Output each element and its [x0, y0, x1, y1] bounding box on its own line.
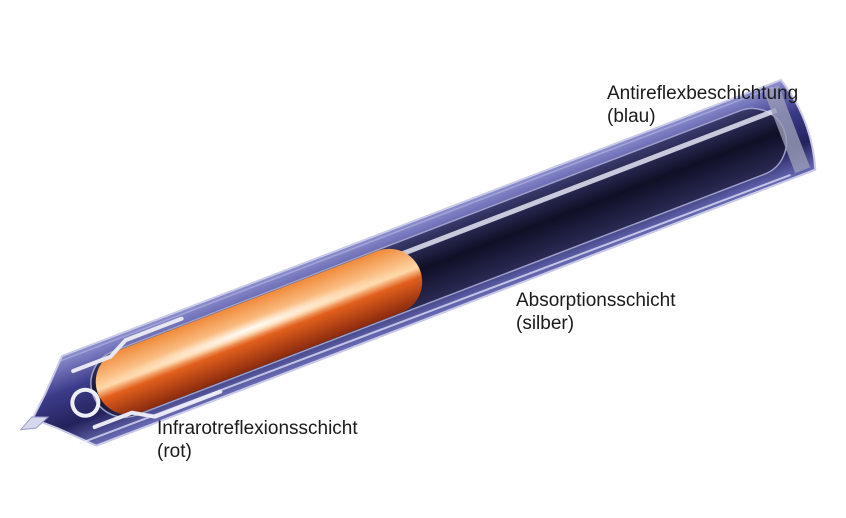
label-antireflex-line2: (blau) [607, 105, 798, 128]
label-absorption: Absorptionsschicht (silber) [516, 289, 675, 335]
label-infrared-line1: Infrarotreflexionsschicht [157, 417, 358, 440]
label-antireflex: Antireflexbeschichtung (blau) [607, 82, 798, 128]
label-antireflex-line1: Antireflexbeschichtung [607, 82, 798, 105]
label-infrared: Infrarotreflexionsschicht (rot) [157, 417, 358, 463]
label-infrared-line2: (rot) [157, 440, 358, 463]
label-absorption-line1: Absorptionsschicht [516, 289, 675, 312]
label-absorption-line2: (silber) [516, 312, 675, 335]
